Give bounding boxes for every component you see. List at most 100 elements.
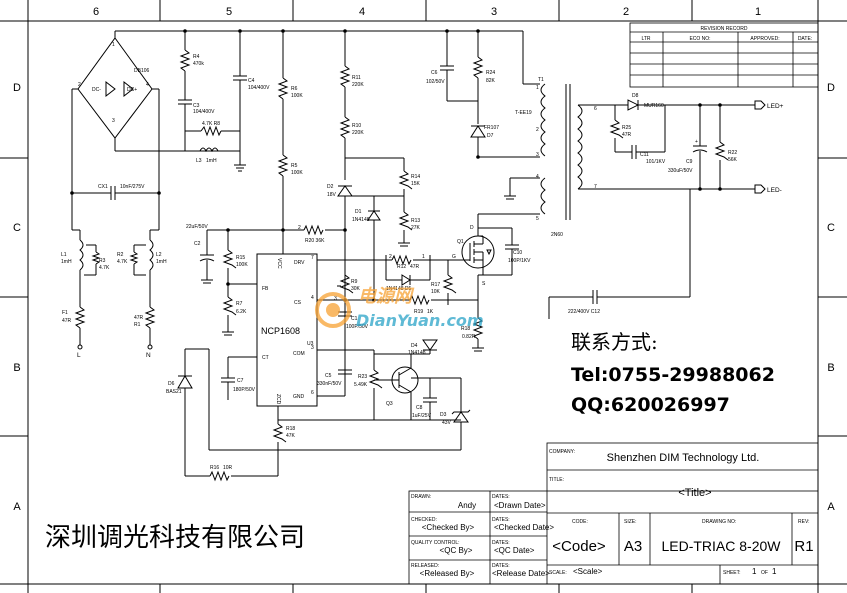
svg-text:R20 36K: R20 36K — [305, 238, 325, 244]
r1-resistor: 47R R1 N — [134, 300, 156, 359]
d2-zener: D2 18V — [327, 184, 353, 382]
c2-capacitor: 22uF/50V C2 — [186, 224, 304, 284]
svg-text:DATES:: DATES: — [492, 540, 510, 546]
svg-text:S: S — [482, 281, 486, 287]
svg-text:100P/50V: 100P/50V — [346, 324, 369, 330]
tb-checked-date: <Checked Date> — [494, 523, 554, 532]
svg-text:C4: C4 — [248, 78, 255, 84]
c8-capacitor: C8 1uF/25V — [411, 377, 461, 420]
svg-text:82K: 82K — [486, 78, 496, 84]
q3-transistor: Q3 — [374, 354, 419, 420]
svg-text:D1: D1 — [355, 209, 362, 215]
tb-drawn-date: <Drawn Date> — [494, 501, 546, 510]
c10-capacitor: C10 100P/1KV — [478, 227, 531, 276]
svg-text:47R: 47R — [622, 132, 632, 138]
d7-fr107: FR107 D7 — [470, 125, 499, 159]
r20-resistor: R20 36K 2 — [298, 224, 347, 244]
zone-labels: 6 5 4 3 2 1 D C B A D C B A — [13, 6, 835, 513]
svg-text:C7: C7 — [237, 378, 244, 384]
svg-text:CS: CS — [294, 300, 302, 306]
c9-output-capacitor: + C9 330uF/50V — [668, 105, 708, 189]
zone-col-6: 6 — [93, 6, 99, 18]
zone-col-1: 1 — [755, 6, 761, 18]
svg-text:5: 5 — [536, 216, 539, 222]
svg-text:4.7K R8: 4.7K R8 — [202, 121, 220, 127]
ic-part-number: NCP1608 — [261, 326, 300, 336]
c12-y-capacitor: 222/400V C12 — [548, 189, 691, 319]
svg-text:BAS21: BAS21 — [166, 389, 182, 395]
svg-text:7: 7 — [594, 184, 597, 190]
r8-resistor: 4.7K R8 — [185, 121, 240, 137]
contact-tel: Tel:0755-29988062 — [571, 364, 775, 386]
zone-col-3: 3 — [491, 6, 497, 18]
svg-text:22uF/50V: 22uF/50V — [186, 224, 208, 230]
svg-text:QUALITY CONTROL:: QUALITY CONTROL: — [411, 540, 460, 546]
svg-text:47R: 47R — [134, 315, 144, 321]
svg-text:SCALE:: SCALE: — [549, 570, 567, 576]
svg-text:1N4148 D5: 1N4148 D5 — [386, 286, 412, 292]
r23-resistor: R23 5.49K — [345, 349, 383, 420]
svg-text:D8: D8 — [632, 93, 639, 99]
svg-text:1N4148: 1N4148 — [352, 217, 370, 223]
svg-text:CT: CT — [262, 355, 269, 361]
svg-text:D6: D6 — [168, 381, 175, 387]
svg-text:L2: L2 — [156, 252, 162, 258]
svg-text:R22: R22 — [728, 150, 737, 156]
svg-text:R7: R7 — [236, 301, 243, 307]
svg-text:D2: D2 — [327, 184, 334, 190]
tb-qc-by: <QC By> — [440, 546, 473, 555]
zone-row-a: A — [13, 501, 21, 513]
svg-text:L3: L3 — [196, 158, 202, 164]
svg-text:222/400V C12: 222/400V C12 — [568, 309, 600, 315]
watermark-main: 电源网 — [358, 286, 415, 307]
svg-text:Q1: Q1 — [457, 239, 464, 245]
zone-row-c-right: C — [827, 222, 835, 234]
svg-text:104/400V: 104/400V — [248, 85, 270, 91]
svg-text:MUR160: MUR160 — [644, 103, 664, 109]
d8-output-diode: D8 MUR160 — [600, 93, 742, 111]
svg-text:R2: R2 — [117, 252, 124, 258]
svg-text:T-EE19: T-EE19 — [515, 110, 532, 116]
svg-text:R12: R12 — [397, 264, 406, 270]
tb-qc-date: <QC Date> — [494, 546, 535, 555]
svg-text:27K: 27K — [411, 225, 421, 231]
q1-mosfet: Q1 D S 2N60 — [457, 214, 563, 318]
svg-text:D: D — [470, 225, 474, 231]
tb-release-date: <Release Date> — [492, 569, 550, 578]
svg-text:1: 1 — [422, 254, 425, 260]
svg-text:LED-: LED- — [767, 187, 782, 194]
tb-of: 1 — [772, 567, 777, 576]
tb-scale: <Scale> — [573, 567, 603, 576]
svg-text:COM: COM — [293, 351, 305, 357]
svg-text:LED+: LED+ — [767, 103, 784, 110]
svg-text:DC+: DC+ — [127, 87, 137, 93]
svg-text:C8: C8 — [416, 405, 423, 411]
d3-zener: D3 43V — [440, 378, 471, 450]
zone-row-a-right: A — [827, 501, 835, 513]
r10-resistor: R10 220K — [339, 116, 364, 180]
watermark-sub: DianYuan.com — [356, 311, 484, 330]
svg-text:D4: D4 — [411, 343, 418, 349]
svg-text:C10: C10 — [513, 250, 522, 256]
tb-drawn-by: Andy — [458, 501, 476, 510]
tb-checked-by: <Checked By> — [422, 523, 475, 532]
r17-resistor: R17 10K — [431, 260, 457, 305]
r14-r13-resistors: R14 15K R13 27K — [345, 157, 421, 247]
svg-text:R18: R18 — [286, 426, 295, 432]
svg-text:4: 4 — [311, 295, 314, 301]
svg-text:10R: 10R — [223, 465, 233, 471]
rev-col-approved: APPROVED: — [750, 36, 779, 42]
cx1-capacitor: CX1 10nF/275V — [70, 184, 161, 200]
rectifier-wiring — [71, 29, 523, 230]
svg-text:3: 3 — [536, 152, 539, 158]
svg-text:4: 4 — [536, 174, 539, 180]
zone-row-b: B — [13, 362, 20, 374]
svg-text:3: 3 — [112, 118, 115, 124]
svg-text:DRAWING NO:: DRAWING NO: — [702, 519, 736, 525]
svg-text:R13: R13 — [411, 218, 420, 224]
svg-text:VCC: VCC — [276, 258, 282, 269]
watermark-logo: 电源网 DianYuan.com — [315, 286, 484, 330]
svg-text:DRAWN:: DRAWN: — [411, 494, 431, 500]
svg-text:2: 2 — [389, 254, 392, 260]
r15-r7-divider: R15 100K R7 6.2K — [222, 228, 257, 336]
